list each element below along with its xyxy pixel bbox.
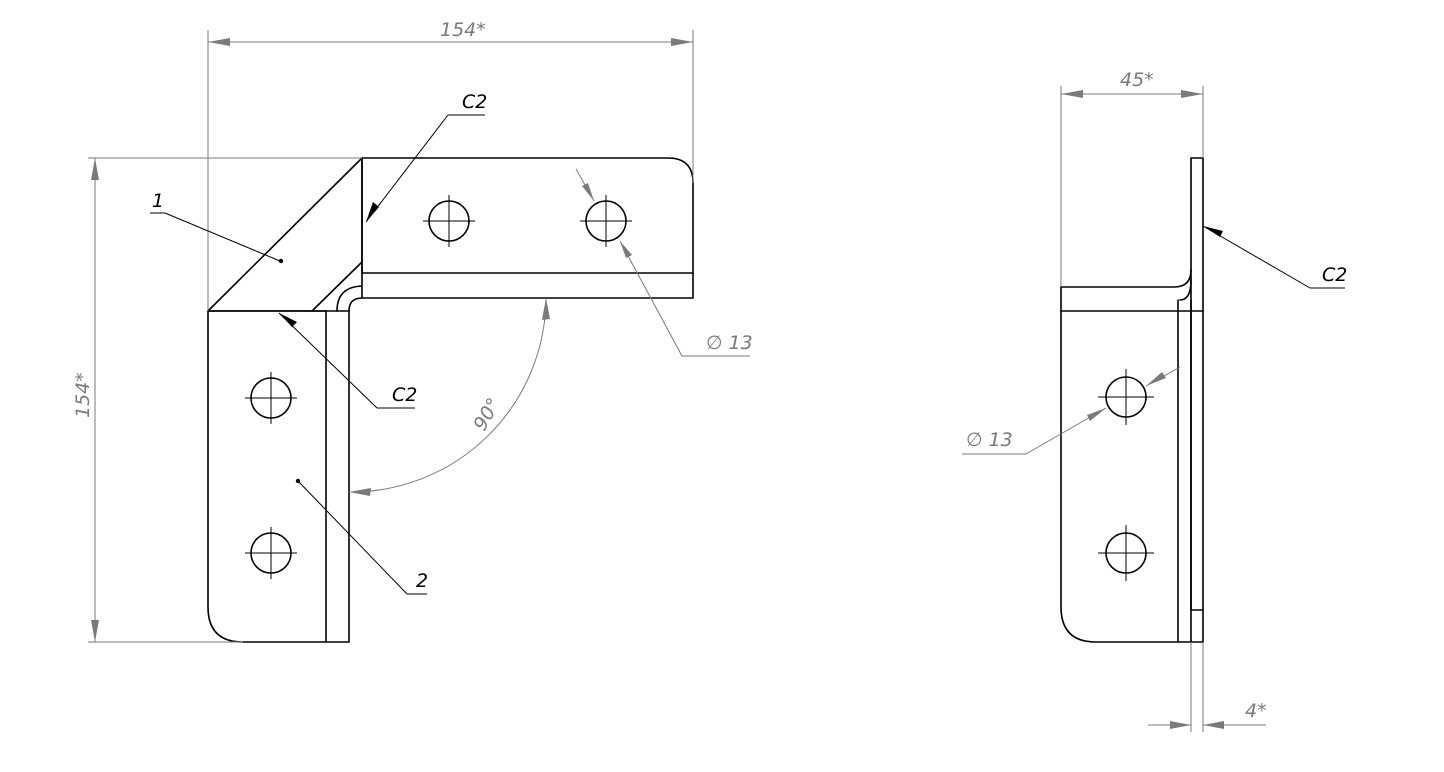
part-leader-2: 2	[295, 478, 428, 595]
bend-radius-outer	[348, 297, 363, 312]
hole-left-upper	[245, 372, 297, 424]
dimension-height: 154*	[72, 157, 362, 643]
gusset-chamfer-line	[311, 261, 363, 312]
part-label-2: 2	[416, 570, 428, 592]
dimension-width-label: 154*	[440, 19, 486, 41]
corner-gusset	[207, 157, 363, 312]
dimension-angle-label: 90°	[469, 394, 505, 434]
chamfer-leader-bottom: C2	[278, 312, 417, 409]
side-plate-edge	[1190, 157, 1204, 611]
side-body-outline	[1060, 286, 1204, 643]
hole-diameter-leader: ∅ 13	[575, 168, 753, 357]
side-bend-radius	[1179, 279, 1192, 301]
side-hole-upper	[1098, 369, 1154, 425]
hole-top-left	[423, 195, 475, 247]
hole-diameter-label: ∅ 13	[706, 332, 753, 354]
dimension-angle: 90°	[348, 297, 550, 496]
side-chamfer-label: C2	[1322, 264, 1347, 286]
side-hole-diameter-label: ∅ 13	[966, 429, 1013, 451]
side-hole-diameter-leader: ∅ 13	[962, 366, 1181, 455]
chamfer-leader-top: C2	[365, 91, 487, 223]
side-dimension-thickness-label: 4*	[1245, 700, 1267, 722]
side-flange-outline	[1060, 269, 1192, 288]
hole-top-right	[580, 195, 632, 247]
side-dimension-width-label: 45*	[1120, 69, 1154, 91]
side-view: 45* 4* ∅ 13 C2	[962, 69, 1347, 732]
side-chamfer-leader: C2	[1202, 225, 1347, 289]
hole-left-lower	[245, 527, 297, 579]
part-leader-1: 1	[150, 190, 284, 264]
top-plate-outline	[361, 157, 694, 299]
dimension-width: 154*	[207, 19, 694, 311]
side-hole-lower	[1098, 525, 1154, 581]
side-dimension-width: 45*	[1060, 69, 1204, 287]
chamfer-label-bottom: C2	[392, 384, 417, 406]
side-dimension-thickness: 4*	[1148, 642, 1267, 732]
part-label-1: 1	[152, 190, 164, 212]
bend-radius-inner	[336, 285, 363, 312]
chamfer-label-top: C2	[462, 91, 487, 113]
dimension-height-label: 154*	[72, 372, 94, 418]
front-view: 154* 154* 90° ∅ 13	[72, 19, 753, 643]
vertical-plate-outline	[207, 310, 350, 643]
